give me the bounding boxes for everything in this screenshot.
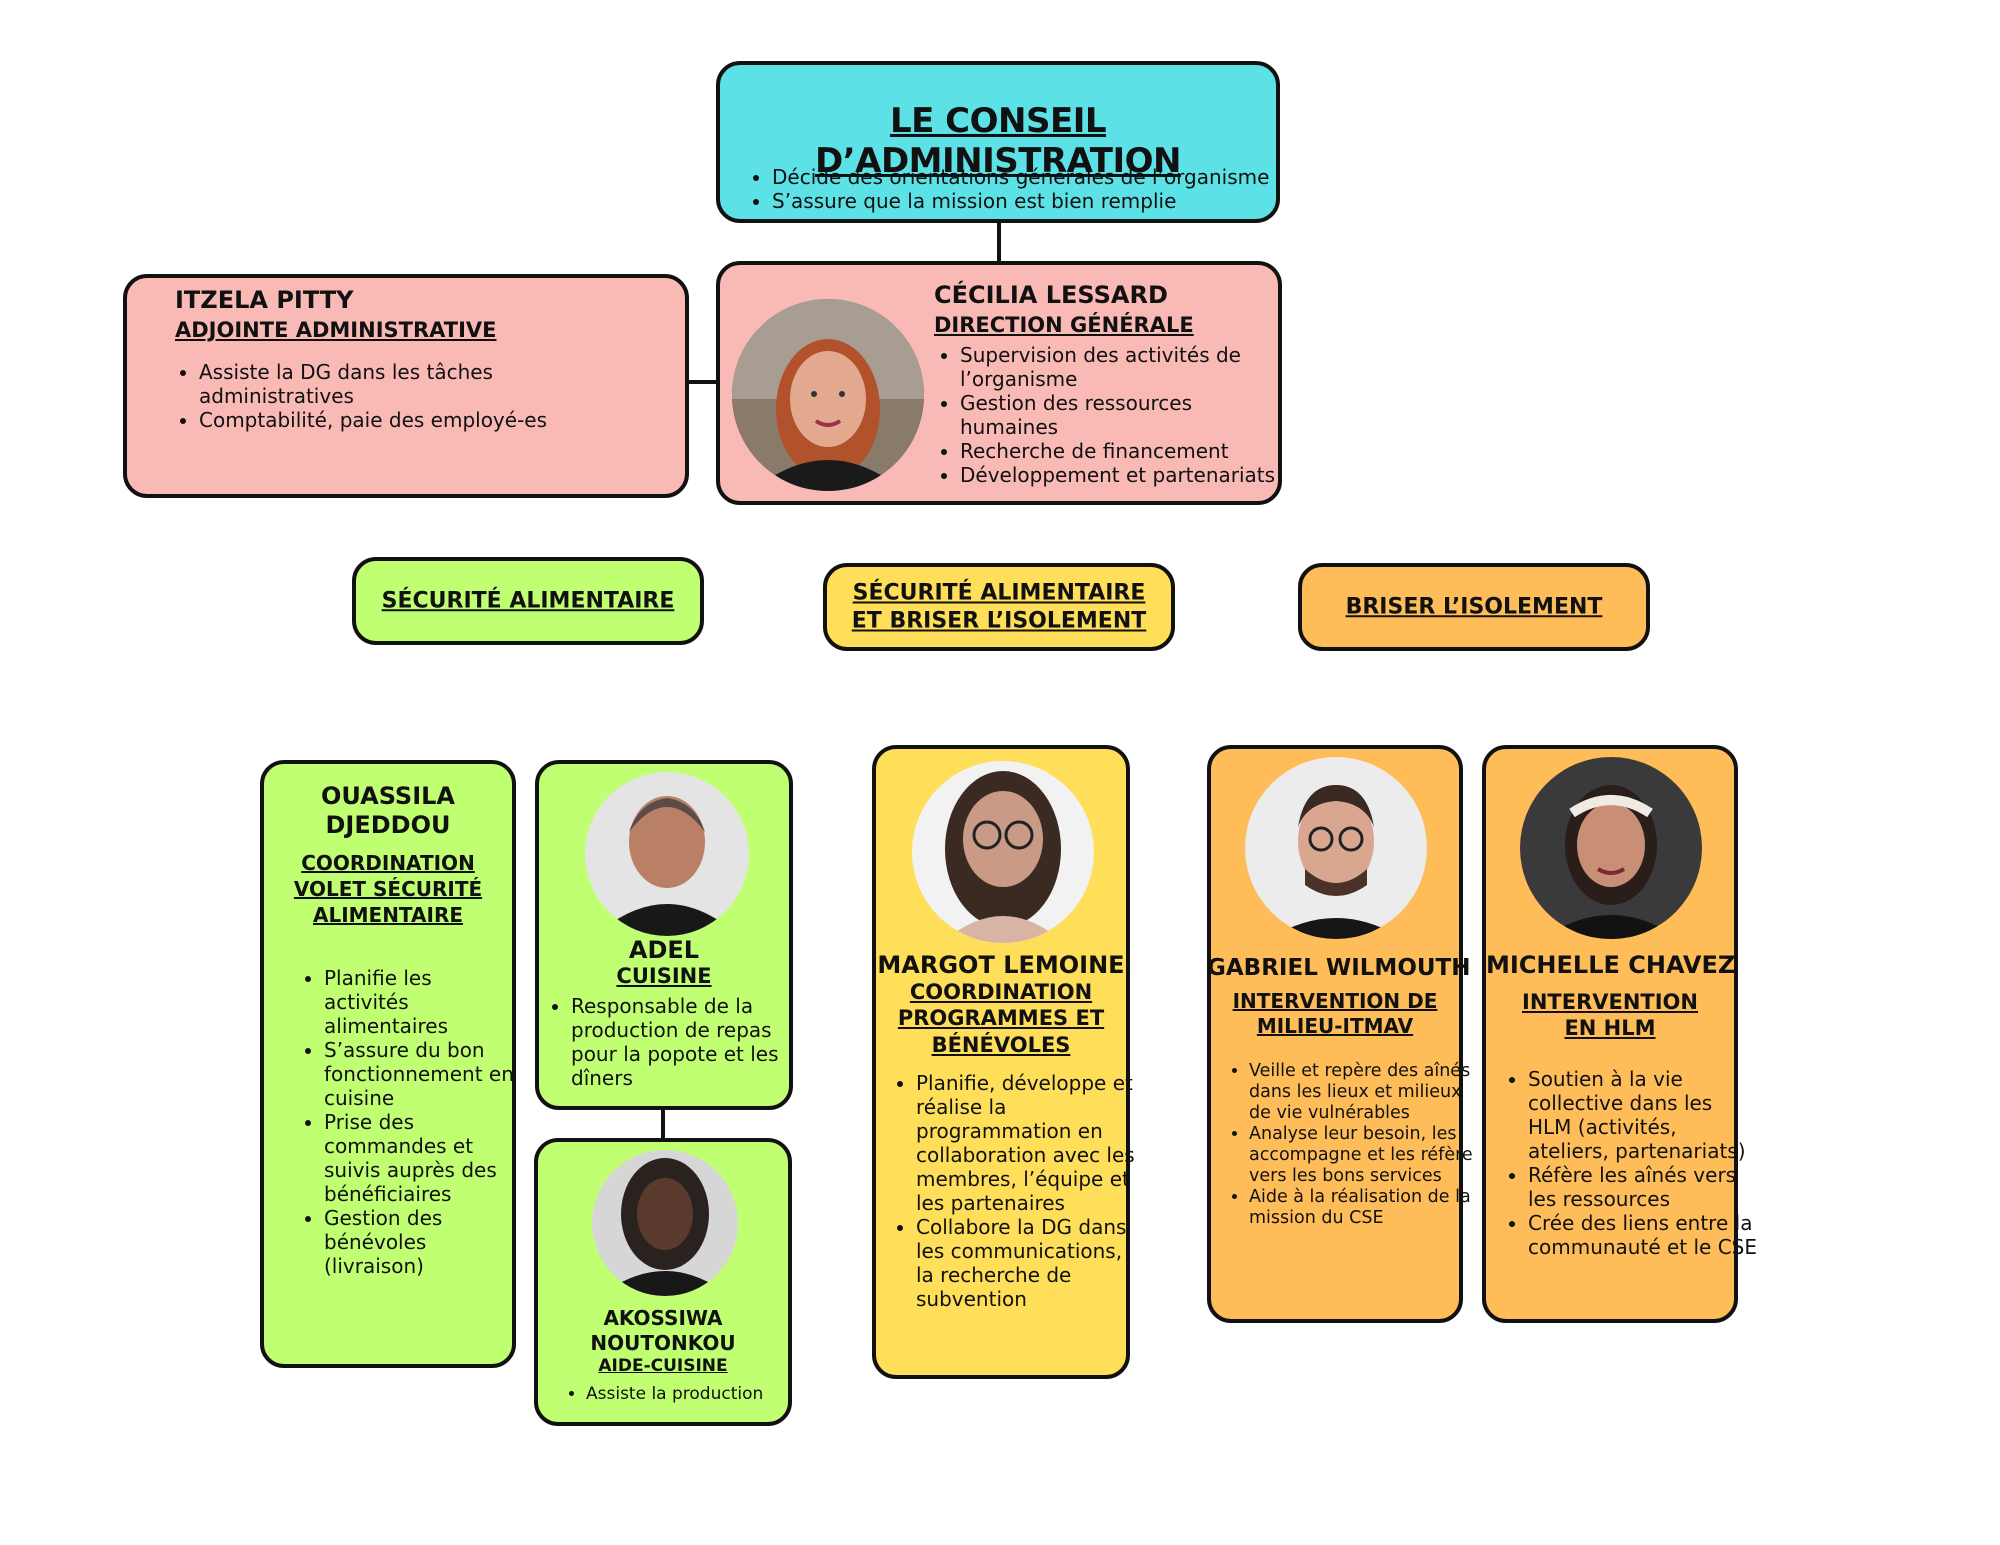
list-item: Assiste la DG dans les tâches administra… [199,360,639,408]
list-item: Recherche de financement [960,439,1296,463]
list-item: Crée des liens entre la communauté et le… [1528,1211,1760,1259]
person-bullets: Planifie les activités alimentaires S’as… [292,966,520,1278]
margot-card: MARGOT LEMOINE COORDINATION PROGRAMMES E… [872,745,1135,1379]
list-item: Gestion des ressources humaines [960,391,1296,439]
person-bullets: Assiste la DG dans les tâches administra… [167,360,639,432]
avatar [592,1150,738,1296]
list-item: Collabore la DG dans les communications,… [916,1215,1138,1311]
person-name: CÉCILIA LESSARD [934,281,1168,309]
avatar [732,299,924,491]
michelle-card: MICHELLE CHAVEZ INTERVENTION EN HLM Sout… [1482,745,1757,1323]
list-item: Veille et repère des aînés dans les lieu… [1249,1061,1481,1124]
connector-board-direction [997,222,1001,264]
board-bullets: Décide des orientations générales de l’o… [740,165,1269,213]
avatar [1245,757,1427,939]
gabriel-card: GABRIEL WILMOUTH INTERVENTION DE MILIEU-… [1207,745,1473,1323]
category-label: SÉCURITÉ ALIMENTAIRE [381,588,675,614]
person-role: ADJOINTE ADMINISTRATIVE [175,318,497,342]
person-name: MARGOT LEMOINE [877,951,1125,979]
person-role: CUISINE [616,964,712,988]
avatar [585,772,749,936]
person-bullets: Veille et repère des aînés dans les lieu… [1217,1061,1481,1229]
list-item: Développement et partenariats [960,463,1296,487]
person-bullets: Supervision des activités de l’organisme… [928,343,1296,487]
list-item: Gestion des bénévoles (livraison) [324,1206,520,1278]
person-name: MICHELLE CHAVEZ [1486,951,1736,979]
person-name: AKOSSIWA NOUTONKOU [590,1306,736,1355]
category-food-isolation: SÉCURITÉ ALIMENTAIRE ET BRISER L’ISOLEME… [823,563,1175,651]
person-bullets: Soutien à la vie collective dans les HLM… [1496,1067,1760,1259]
ouassila-card: OUASSILA DJEDDOU COORDINATION VOLET SÉCU… [260,760,516,1368]
person-role: AIDE-CUISINE [598,1356,728,1376]
category-isolation: BRISER L’ISOLEMENT [1298,563,1650,651]
avatar [1520,757,1702,939]
person-bullets: Responsable de la production de repas po… [539,994,811,1090]
list-item: Responsable de la production de repas po… [571,994,811,1090]
cecilia-card: CÉCILIA LESSARD DIRECTION GÉNÉRALE Super… [716,261,1282,505]
list-item: Décide des orientations générales de l’o… [772,165,1269,189]
person-bullets: Assiste la production [554,1384,816,1404]
board-box: LE CONSEIL D’ADMINISTRATION Décide des o… [716,61,1280,223]
list-item: Planifie, développe et réalise la progra… [916,1071,1138,1215]
avatar [912,761,1094,943]
list-item: Prise des commandes et suivis auprès des… [324,1110,520,1206]
person-name: GABRIEL WILMOUTH [1207,955,1471,981]
list-item: Assiste la production [586,1384,816,1404]
person-role: INTERVENTION EN HLM [1522,990,1698,1041]
list-item: Analyse leur besoin, les accompagne et l… [1249,1124,1481,1187]
person-role: INTERVENTION DE MILIEU-ITMAV [1232,989,1438,1038]
category-label: SÉCURITÉ ALIMENTAIRE ET BRISER L’ISOLEME… [851,580,1147,634]
list-item: S’assure du bon fonctionnement en cuisin… [324,1038,520,1110]
category-label: BRISER L’ISOLEMENT [1345,594,1603,620]
list-item: Aide à la réalisation de la mission du C… [1249,1187,1481,1229]
list-item: Supervision des activités de l’organisme [960,343,1296,391]
adel-card: ADEL CUISINE Responsable de la productio… [535,760,793,1110]
category-food: SÉCURITÉ ALIMENTAIRE [352,557,704,645]
person-bullets: Planifie, développe et réalise la progra… [884,1071,1138,1311]
list-item: S’assure que la mission est bien remplie [772,189,1269,213]
akossiwa-card: AKOSSIWA NOUTONKOU AIDE-CUISINE Assiste … [534,1138,792,1426]
itzela-card: ITZELA PITTY ADJOINTE ADMINISTRATIVE Ass… [123,274,689,498]
list-item: Soutien à la vie collective dans les HLM… [1528,1067,1760,1163]
person-role: COORDINATION VOLET SÉCURITÉ ALIMENTAIRE [293,851,483,927]
list-item: Planifie les activités alimentaires [324,966,520,1038]
person-role: COORDINATION PROGRAMMES ET BÉNÉVOLES [897,980,1105,1057]
list-item: Comptabilité, paie des employé-es [199,408,639,432]
person-name: ADEL [628,936,700,964]
board-title: LE CONSEIL D’ADMINISTRATION [815,101,1182,181]
connector-itzela-direction [688,380,716,384]
connector-adel-akossiwa [661,1108,665,1138]
person-name: ITZELA PITTY [175,286,354,314]
person-role: DIRECTION GÉNÉRALE [934,313,1194,337]
list-item: Réfère les aînés vers les ressources [1528,1163,1760,1211]
person-name: OUASSILA DJEDDOU [320,782,455,839]
